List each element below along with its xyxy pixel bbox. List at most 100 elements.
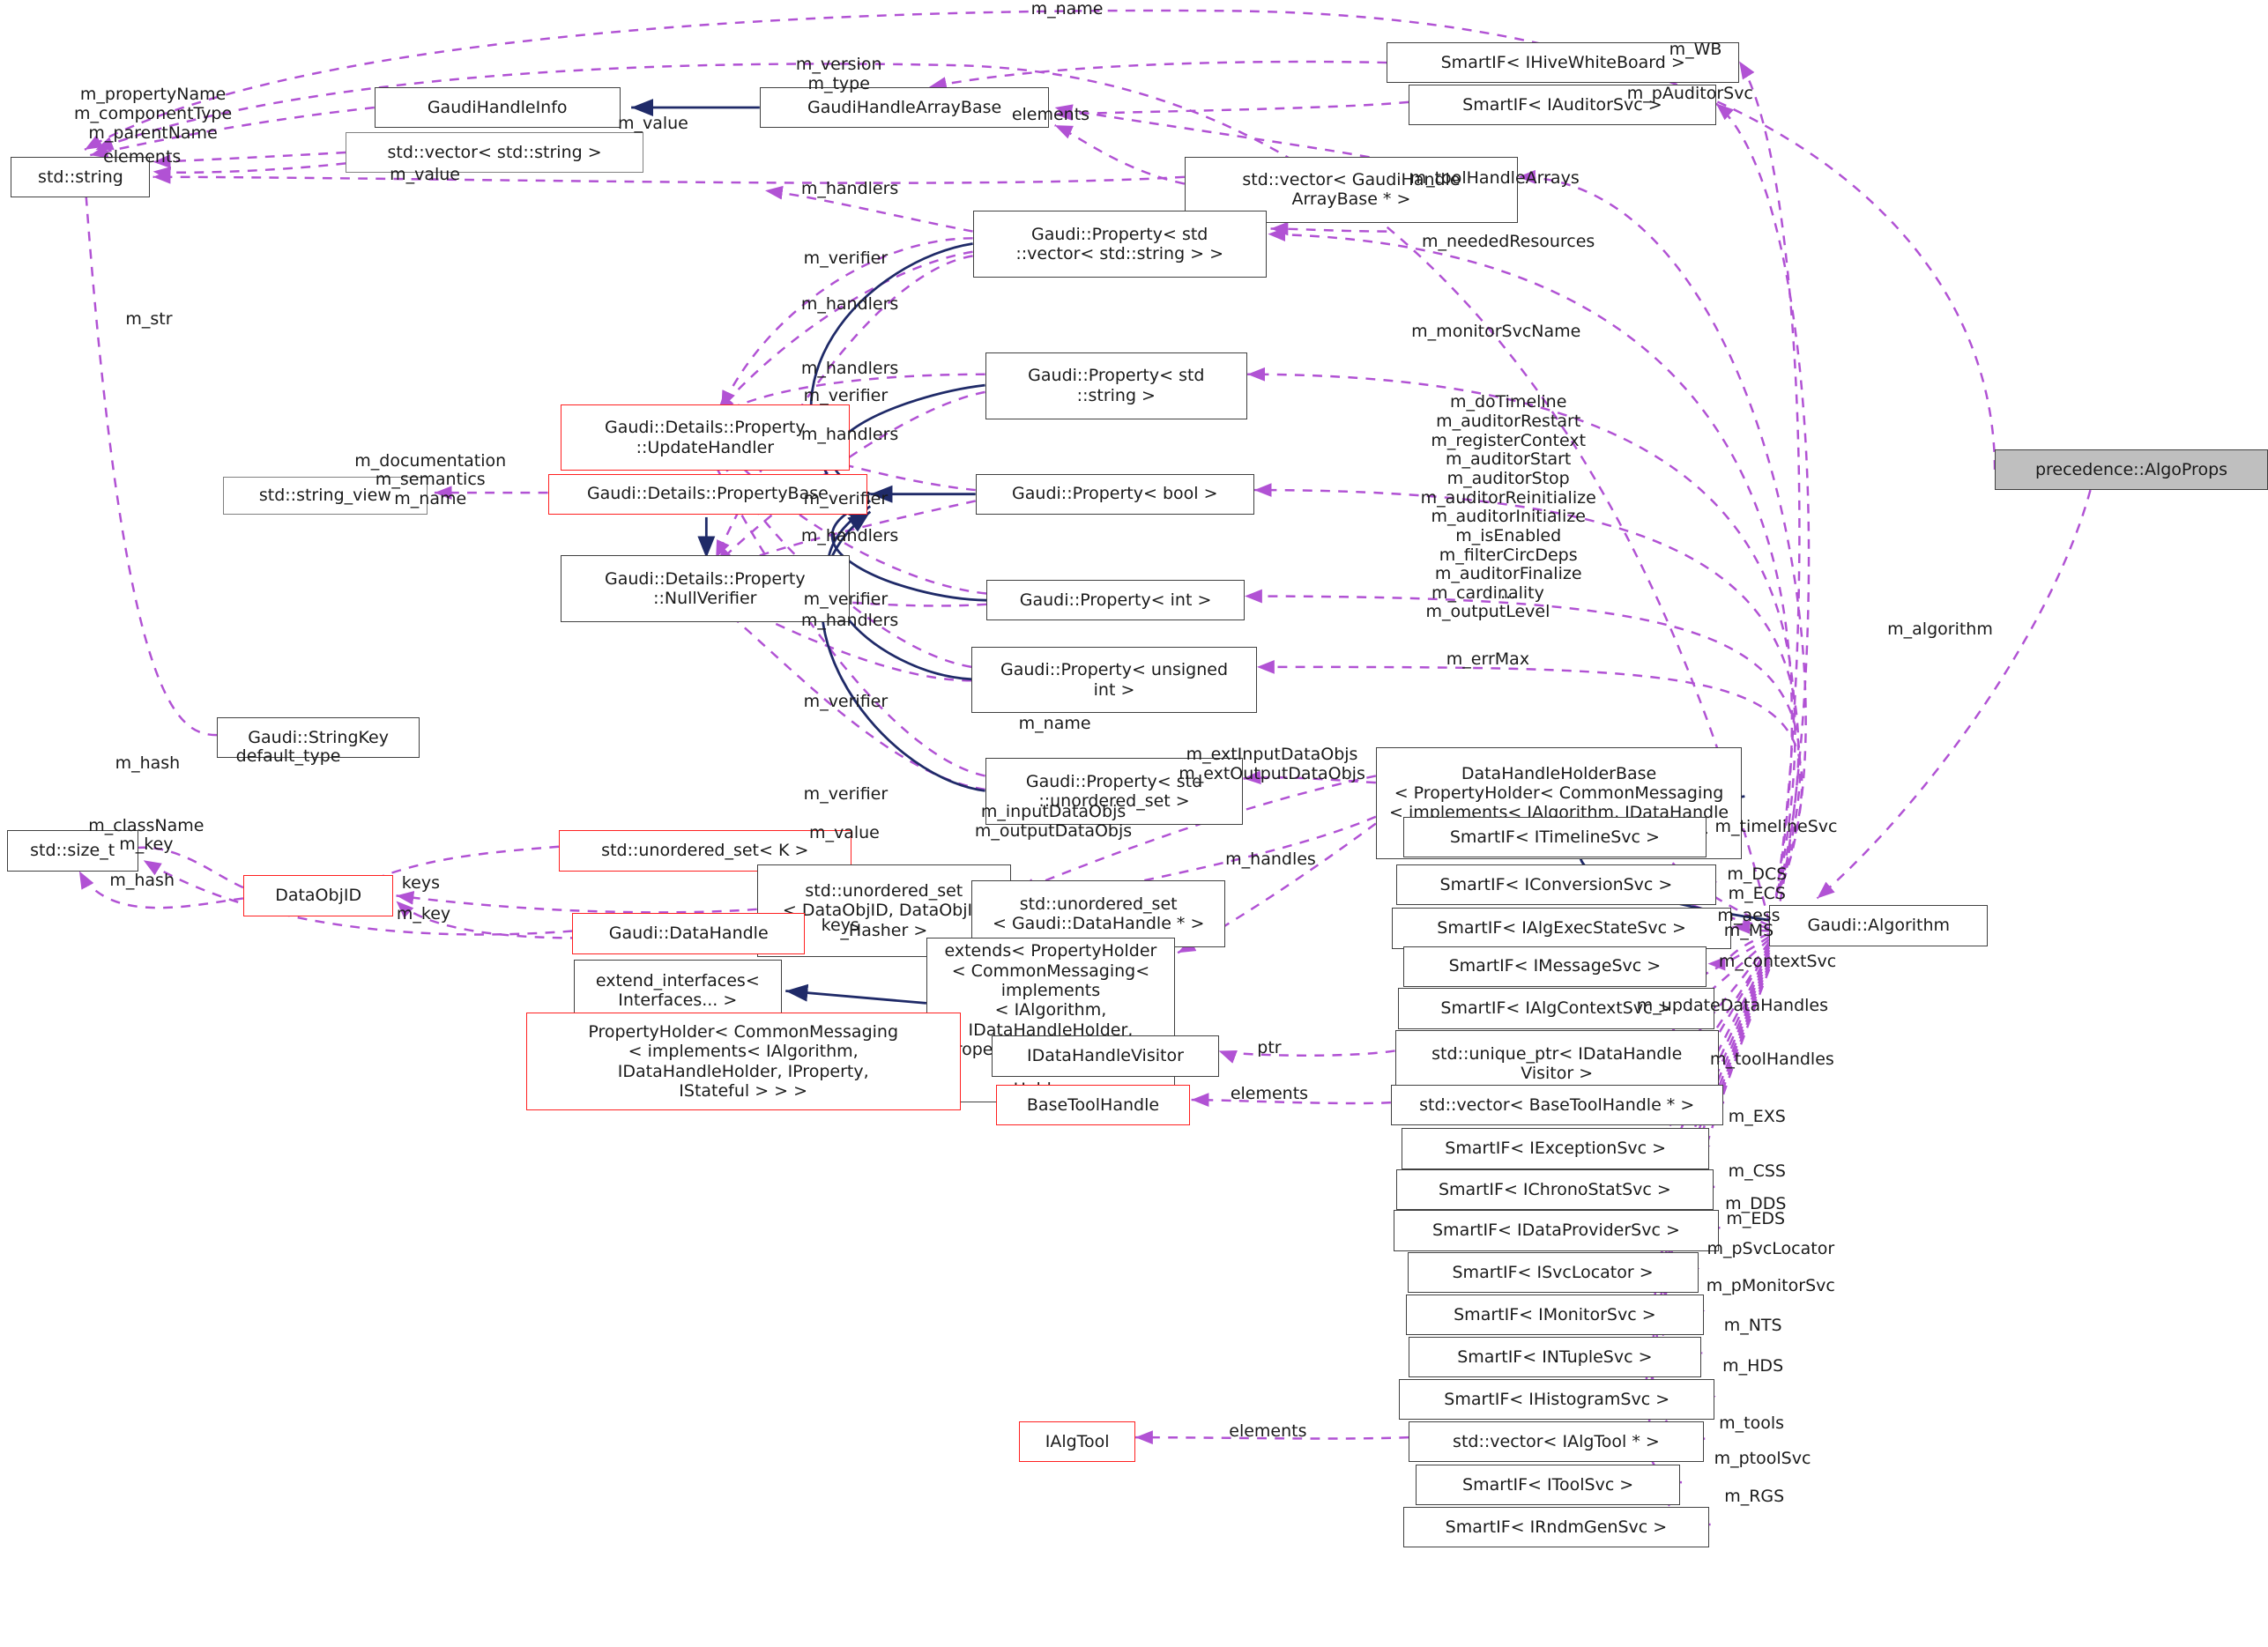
edge-label-l_cardinality: m_cardinality m_outputLevel — [1425, 582, 1550, 622]
edge-label-l_mverifier_2: m_verifier — [803, 385, 889, 405]
class-node-updatehandler[interactable]: Gaudi::Details::Property ::UpdateHandler — [560, 404, 851, 471]
class-node-basetoolhandle[interactable]: BaseToolHandle — [995, 1085, 1191, 1126]
class-node-prop_bool[interactable]: Gaudi::Property< bool > — [975, 473, 1254, 515]
class-node-smartif_algexec[interactable]: SmartIF< IAlgExecStateSvc > — [1392, 908, 1731, 949]
edge-label-l_mpmonitorsvc: m_pMonitorSvc — [1706, 1275, 1835, 1295]
class-node-smartif_chrono[interactable]: SmartIF< IChronoStatSvc > — [1396, 1168, 1714, 1211]
edge-label-l_mhandlers_5: m_handlers — [800, 525, 899, 545]
edge-label-l_mstr: m_str — [125, 309, 173, 330]
class-node-gaudihandleinfo[interactable]: GaudiHandleInfo — [374, 86, 621, 129]
edge-label-l_algflags: m_doTimeline m_auditorRestart m_register… — [1420, 392, 1596, 603]
class-node-smartif_exc[interactable]: SmartIF< IExceptionSvc > — [1402, 1128, 1710, 1169]
class-node-datahandle[interactable]: Gaudi::DataHandle — [572, 913, 805, 954]
class-node-uset_datahandle[interactable]: std::unordered_set < Gaudi::DataHandle *… — [971, 880, 1226, 948]
edge-label-l_mdcs_ecs: m_DCS m_ECS — [1727, 864, 1788, 904]
class-node-smartif_message[interactable]: SmartIF< IMessageSvc > — [1402, 946, 1707, 987]
class-node-unordered_set_k[interactable]: std::unordered_set< K > — [558, 830, 851, 872]
class-node-vec_ghab[interactable]: std::vector< GaudiHandle ArrayBase * > — [1184, 156, 1519, 224]
edge-label-l_elements_bth: elements — [1230, 1084, 1309, 1104]
edge-label-l_elements_left: elements — [103, 147, 182, 167]
class-node-uset_dataobjid[interactable]: std::unordered_set < DataObjID, DataObjI… — [756, 864, 1011, 957]
edge-label-l_mname_2: m_name — [1018, 713, 1091, 733]
edge-label-l_mverifier_3: m_verifier — [803, 489, 889, 509]
edge-label-l_mptoolsvc: m_ptoolSvc — [1714, 1449, 1811, 1469]
edge-label-l_ptr: ptr — [1257, 1037, 1282, 1057]
edge-label-l_mhash_2: m_hash — [109, 870, 175, 890]
edge-label-l_mhandlers_6: m_handlers — [800, 610, 899, 630]
edge-label-l_mnts: m_NTS — [1723, 1315, 1782, 1335]
class-node-dataobjid[interactable]: DataObjID — [242, 875, 394, 916]
edge-label-l_mpauditorsvc: m_pAuditorSvc — [1626, 83, 1753, 103]
edge-label-l_mrgs: m_RGS — [1724, 1487, 1785, 1507]
class-node-size_t[interactable]: std::size_t — [6, 830, 138, 872]
class-node-smartif_monitor[interactable]: SmartIF< IMonitorSvc > — [1405, 1294, 1704, 1336]
class-node-smartif_conv[interactable]: SmartIF< IConversionSvc > — [1396, 864, 1716, 906]
edge-label-l_mneeded: m_neededResources — [1422, 232, 1595, 252]
class-node-smartif_dataprov[interactable]: SmartIF< IDataProviderSvc > — [1394, 1210, 1719, 1251]
class-node-stringkey[interactable]: Gaudi::StringKey — [217, 717, 420, 759]
class-node-ghab[interactable]: GaudiHandleArrayBase — [759, 86, 1050, 129]
edge-label-l_propnames: m_propertyName m_componentType m_parentN… — [74, 85, 233, 143]
class-node-smartif_svcloc[interactable]: SmartIF< ISvcLocator > — [1407, 1252, 1699, 1294]
class-node-prop_string[interactable]: Gaudi::Property< std ::string > — [985, 352, 1248, 419]
edge-label-l_keys_2: keys — [821, 915, 859, 935]
class-node-idhvisitor[interactable]: IDataHandleVisitor — [992, 1035, 1219, 1077]
class-node-gaudi_algorithm[interactable]: Gaudi::Algorithm — [1769, 905, 1989, 946]
edge-label-l_mhash_1: m_hash — [115, 753, 181, 773]
edge-label-l_mvalue_3: m_value — [808, 822, 880, 842]
edge-label-l_mvalue_1: m_value — [617, 113, 688, 133]
edge-label-l_mhandlers_4: m_handlers — [800, 425, 899, 445]
edge-label-l_merrmax: m_errMax — [1446, 649, 1530, 670]
class-node-algoprops[interactable]: precedence::AlgoProps — [1995, 449, 2268, 491]
class-node-smartif_ntuple[interactable]: SmartIF< INTupleSvc > — [1409, 1336, 1701, 1378]
edge-label-l_mtools: m_tools — [1719, 1413, 1785, 1433]
class-node-prop_vecstring[interactable]: Gaudi::Property< std ::vector< std::stri… — [972, 211, 1267, 278]
edge-label-l_mhandlers_1: m_handlers — [800, 178, 899, 198]
class-node-smartif_histo[interactable]: SmartIF< IHistogramSvc > — [1399, 1378, 1715, 1421]
class-node-stringview[interactable]: std::string_view — [222, 476, 428, 515]
edge-label-l_elements_iat: elements — [1229, 1421, 1307, 1442]
class-node-prop_uset[interactable]: Gaudi::Property< std ::unordered_set > — [985, 758, 1244, 826]
edge-label-l_mversion_mtype: m_version m_type — [795, 55, 882, 93]
class-node-vec_basetool[interactable]: std::vector< BaseToolHandle * > — [1390, 1085, 1723, 1126]
edge-label-l_mdds: m_DDS — [1725, 1194, 1787, 1214]
edge-label-l_keys_1: keys — [401, 872, 440, 893]
class-node-prop_uint[interactable]: Gaudi::Property< unsigned int > — [971, 646, 1257, 714]
edge-label-l_malgorithm: m_algorithm — [1887, 619, 1993, 640]
edge-label-l_mverifier_4: m_verifier — [803, 590, 889, 610]
class-node-ialgtool[interactable]: IAlgTool — [1019, 1421, 1136, 1462]
edge-label-l_elements_top: elements — [1011, 105, 1090, 125]
edge-label-l_mmonitorsvc: m_monitorSvcName — [1411, 322, 1581, 342]
edge-label-l_mtimelinesvc: m_timelineSvc — [1714, 817, 1838, 837]
class-node-smartif_timeline[interactable]: SmartIF< ITimelineSvc > — [1402, 816, 1707, 858]
class-node-smartif_algctx[interactable]: SmartIF< IAlgContextSvc > — [1397, 988, 1715, 1029]
edge-label-l_mhandlers_2: m_handlers — [800, 294, 899, 315]
edge-label-l_mcss: m_CSS — [1728, 1161, 1786, 1182]
class-node-smartif_auditor[interactable]: SmartIF< IAuditorSvc > — [1409, 84, 1716, 126]
edge-label-l_mhandlers_3: m_handlers — [800, 358, 899, 378]
edge-label-l_mverifier_6: m_verifier — [803, 784, 889, 805]
edge-label-l_mtoolhandlearrays: m_toolHandleArrays — [1409, 167, 1580, 188]
edge-label-l_minout: m_inputDataObjs m_outputDataObjs — [974, 802, 1133, 841]
class-node-propertybase[interactable]: Gaudi::Details::PropertyBase — [547, 473, 868, 515]
class-node-smartif_whiteboard[interactable]: SmartIF< IHiveWhiteBoard > — [1387, 41, 1740, 84]
class-node-prop_int[interactable]: Gaudi::Property< int > — [986, 580, 1246, 621]
class-node-smartif_toolsvc[interactable]: SmartIF< IToolSvc > — [1415, 1465, 1681, 1506]
class-node-vec_ialgtool[interactable]: std::vector< IAlgTool * > — [1409, 1421, 1704, 1462]
class-node-propertyholder[interactable]: PropertyHolder< CommonMessaging < implem… — [525, 1013, 961, 1111]
class-node-vecstring[interactable]: std::vector< std::string > — [346, 131, 644, 174]
edge-label-l_mverifier_5: m_verifier — [803, 692, 889, 712]
edge-label-l_mms: m_MS — [1723, 920, 1774, 940]
edge-label-l_mexs: m_EXS — [1728, 1107, 1786, 1127]
edge-label-l_mext: m_extInputDataObjs m_extOutputDataObjs — [1179, 745, 1365, 784]
edge-label-l_mkey: m_key — [396, 904, 451, 924]
class-node-nullverifier[interactable]: Gaudi::Details::Property ::NullVerifier — [560, 555, 851, 622]
edge-label-l_meds: m_EDS — [1726, 1209, 1786, 1229]
class-node-smartif_rndm[interactable]: SmartIF< IRndmGenSvc > — [1402, 1506, 1710, 1548]
class-node-extends[interactable]: extends< PropertyHolder < CommonMessagin… — [926, 938, 1175, 1103]
edge-label-l_mpsvcloc: m_pSvcLocator — [1707, 1239, 1835, 1259]
edge-label-l_docs: m_documentation m_semantics m_name — [354, 450, 507, 509]
edge-label-l_mcontextsvc: m_contextSvc — [1718, 952, 1837, 972]
edge-label-l_mtoolhandles: m_toolHandles — [1709, 1050, 1834, 1070]
